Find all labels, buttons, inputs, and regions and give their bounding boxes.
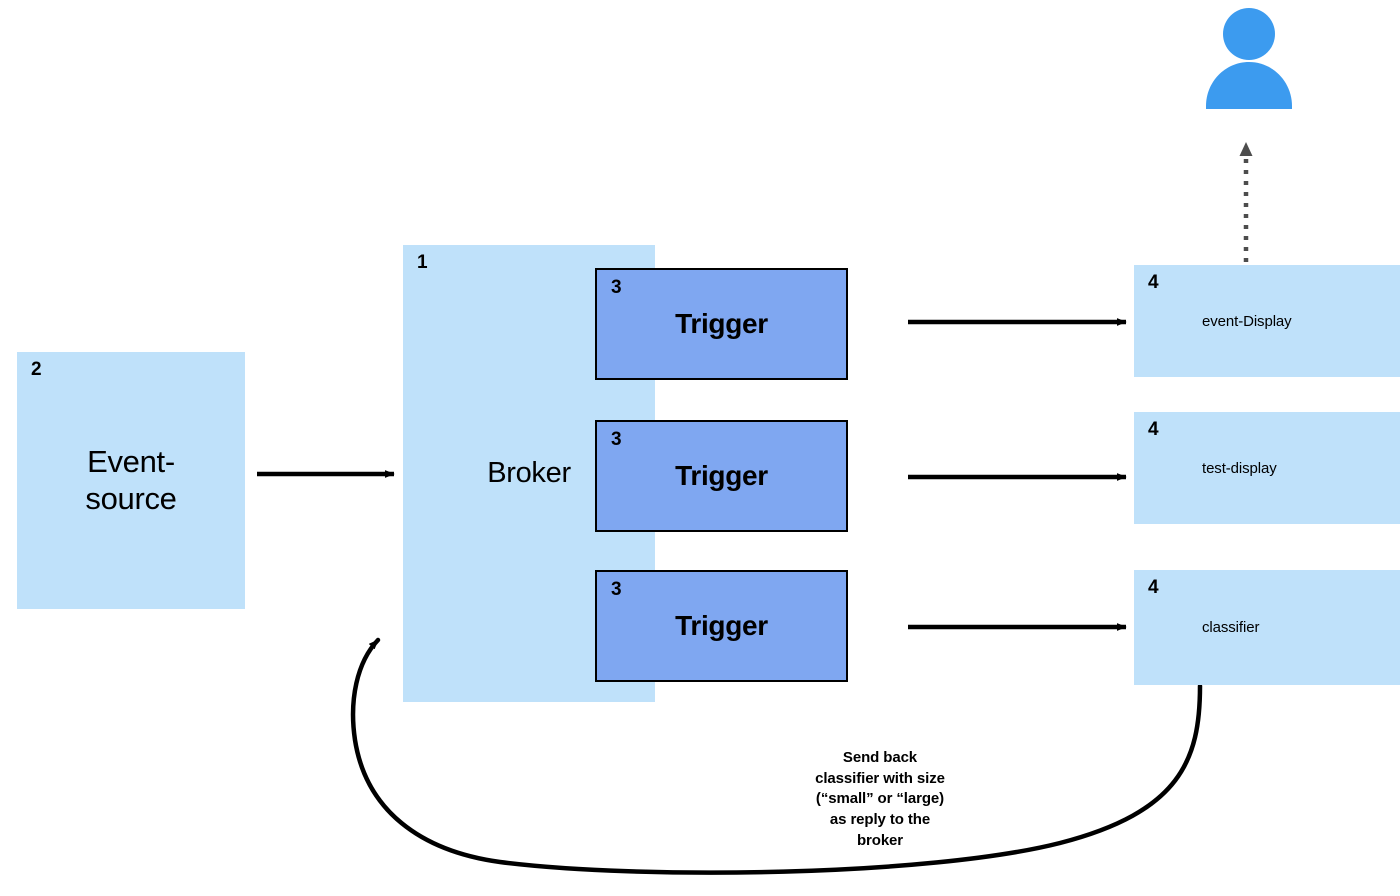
event-source-label-wrap: Event- source (17, 352, 245, 609)
trigger-badge-1: 3 (611, 277, 622, 298)
trigger-label-2: Trigger (675, 460, 768, 491)
sink-label-wrap-1: event-Display (1134, 265, 1400, 377)
event-source-badge: 2 (31, 359, 42, 380)
sink-label-classifier: classifier (1202, 619, 1260, 636)
trigger-box-3[interactable]: 3 Trigger (595, 570, 848, 682)
trigger-label-wrap-3: Trigger (597, 572, 846, 680)
sink-label-wrap-3: classifier (1134, 570, 1400, 685)
sink-label-test-display: test-display (1202, 459, 1277, 477)
trigger-label-1: Trigger (675, 308, 768, 339)
sink-label-wrap-2: test-display (1134, 412, 1400, 524)
trigger-label-3: Trigger (675, 610, 768, 641)
trigger-box-2[interactable]: 3 Trigger (595, 420, 848, 532)
broker-badge: 1 (417, 252, 428, 273)
trigger-box-1[interactable]: 3 Trigger (595, 268, 848, 380)
trigger-label-wrap-1: Trigger (597, 270, 846, 378)
user-icon (1206, 8, 1292, 109)
event-source-box[interactable]: 2 Event- source (17, 352, 245, 609)
sink-box-classifier[interactable]: 4 classifier (1134, 570, 1400, 685)
sink-label-event-display: event-Display (1202, 312, 1292, 330)
event-source-label: Event- source (85, 443, 177, 516)
sink-badge-2: 4 (1148, 419, 1159, 440)
trigger-badge-3: 3 (611, 579, 622, 600)
sink-badge-1: 4 (1148, 272, 1159, 293)
sink-box-test-display[interactable]: 4 test-display (1134, 412, 1400, 524)
trigger-label-wrap-2: Trigger (597, 422, 846, 530)
feedback-caption: Send back classifier with size (“small” … (815, 749, 945, 849)
trigger-badge-2: 3 (611, 429, 622, 450)
sink-badge-3: 4 (1148, 577, 1159, 598)
sink-box-event-display[interactable]: 4 event-Display (1134, 265, 1400, 377)
